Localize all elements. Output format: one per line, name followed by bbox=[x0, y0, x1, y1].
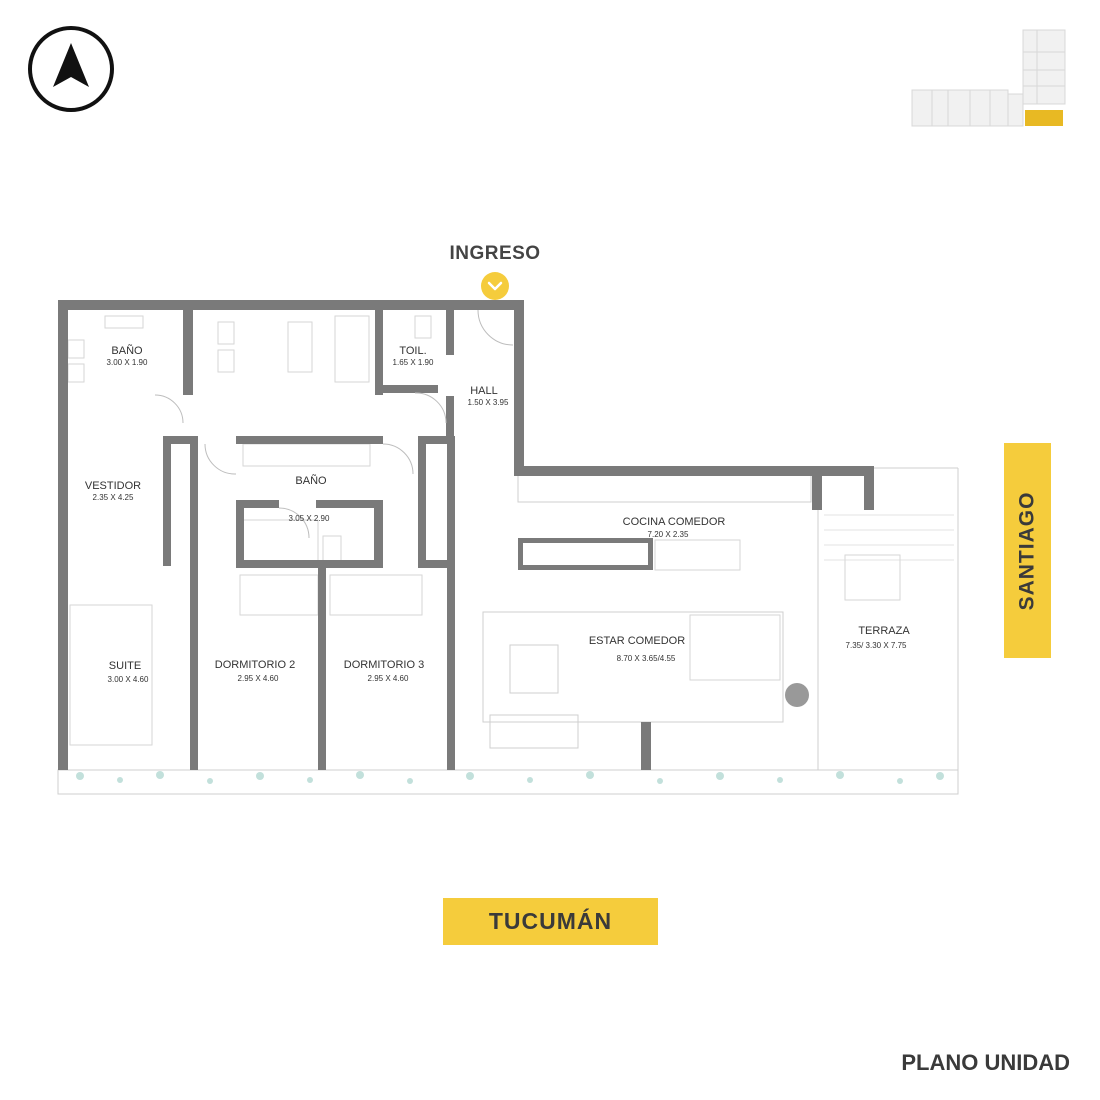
room-dims-dormitorio-2: 2.95 X 4.60 bbox=[238, 674, 279, 683]
room-dims-toil: 1.65 X 1.90 bbox=[393, 358, 434, 367]
street-label-santiago-box: SANTIAGO bbox=[1004, 443, 1051, 658]
room-dims-terraza: 7.35/ 3.30 X 7.75 bbox=[846, 641, 907, 650]
room-name-dormitorio-3: DORMITORIO 3 bbox=[344, 659, 424, 671]
room-dims-bano-2: 3.05 X 2.90 bbox=[289, 514, 330, 523]
room-dims-estar: 8.70 X 3.65/4.55 bbox=[617, 654, 676, 663]
street-label-tucuman: TUCUMÁN bbox=[443, 898, 658, 945]
room-name-bano: BAÑO bbox=[111, 344, 143, 357]
north-arrow-icon bbox=[28, 26, 114, 112]
street-label-santiago: SANTIAGO bbox=[1015, 491, 1039, 610]
room-dims-dormitorio-3: 2.95 X 4.60 bbox=[368, 674, 409, 683]
room-name-cocina: COCINA COMEDOR bbox=[623, 516, 726, 528]
room-name-terraza: TERRAZA bbox=[858, 625, 910, 637]
room-name-vestidor: VESTIDOR bbox=[85, 480, 141, 492]
room-name-toil: TOIL. bbox=[399, 345, 426, 357]
room-name-dormitorio-2: DORMITORIO 2 bbox=[215, 659, 295, 671]
room-dims-vestidor: 2.35 X 4.25 bbox=[93, 493, 134, 502]
room-dims-bano: 3.00 X 1.90 bbox=[107, 358, 148, 367]
room-name-suite: SUITE bbox=[109, 660, 141, 672]
entrance-label: INGRESO bbox=[449, 243, 541, 264]
room-dims-cocina: 7.20 X 2.35 bbox=[648, 530, 689, 539]
room-dims-hall: 1.50 X 3.95 bbox=[468, 398, 509, 407]
chevron-down-icon bbox=[481, 272, 509, 300]
plan-title: PLANO UNIDAD bbox=[901, 1050, 1070, 1075]
room-dims-suite: 3.00 X 4.60 bbox=[108, 675, 149, 684]
room-name-hall: HALL bbox=[470, 385, 498, 397]
room-name-estar: ESTAR COMEDOR bbox=[589, 635, 685, 647]
building-key-plan-icon bbox=[911, 29, 1066, 127]
room-name-bano-2: BAÑO bbox=[295, 474, 327, 487]
